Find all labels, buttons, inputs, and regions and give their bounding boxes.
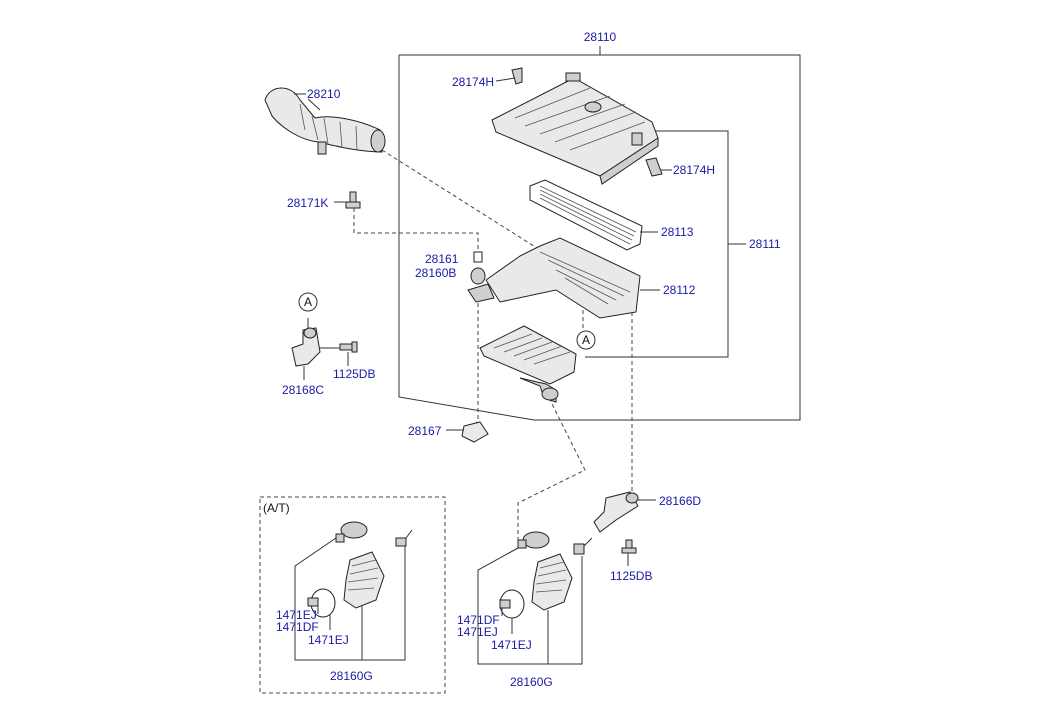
label-28174h-top: 28174H	[452, 75, 494, 89]
bracket-28167	[446, 421, 489, 443]
label-28113: 28113	[661, 225, 694, 239]
dashed-connectors	[353, 149, 633, 540]
label-1125db-left: 1125DB	[333, 367, 375, 381]
label-at-1471ej-a: 1471EJ	[276, 608, 317, 622]
bracket-28168c	[291, 318, 321, 380]
label-mt-28160g: 28160G	[510, 675, 553, 689]
clip-28174h-top	[495, 67, 523, 85]
intake-hose-28210	[264, 87, 386, 155]
reference-marker-a-center: A	[576, 330, 596, 350]
label-mt-1471ej-a: 1471EJ	[457, 625, 498, 639]
filter-element	[529, 179, 658, 251]
label-28166d: 28166D	[659, 494, 701, 508]
at-duct-assembly	[294, 521, 413, 661]
label-28167: 28167	[408, 424, 442, 438]
label-at-28160g: 28160G	[330, 669, 373, 683]
air-cleaner-body	[467, 237, 660, 319]
assembly-frame-28111	[585, 130, 746, 358]
label-at-1471ej-b: 1471EJ	[308, 633, 349, 647]
label-28210: 28210	[307, 87, 341, 101]
ref-a-center-text: A	[582, 333, 590, 347]
label-28112: 28112	[663, 283, 696, 297]
bolt-28171k	[334, 191, 361, 209]
label-at-1471df: 1471DF	[276, 620, 319, 634]
label-mt-1471ej-b: 1471EJ	[491, 638, 532, 652]
assembly-frame-28110	[398, 46, 801, 421]
leader-lines	[294, 78, 567, 95]
at-variant-frame	[259, 496, 446, 694]
label-mt-1471df: 1471DF	[457, 613, 500, 627]
bolt-1125db-left	[320, 341, 358, 366]
label-28168c: 28168C	[282, 383, 324, 397]
air-cleaner-cover	[491, 72, 659, 185]
label-28171k: 28171K	[287, 196, 328, 210]
bolt-1125db-right	[621, 539, 637, 566]
label-28161: 28161	[425, 252, 459, 266]
label-1125db-right: 1125DB	[610, 569, 652, 583]
label-at-title: (A/T)	[263, 501, 290, 515]
air-cleaner-tray	[479, 325, 577, 403]
clip-28174h-right	[645, 157, 672, 177]
ref-a-left-text: A	[304, 295, 312, 309]
grommet-28160b	[470, 267, 486, 285]
mt-duct-assembly	[477, 531, 593, 665]
label-28110: 28110	[584, 30, 617, 44]
label-28160b: 28160B	[415, 266, 456, 280]
grommet-28161	[473, 251, 483, 263]
reference-marker-a-left: A	[298, 292, 318, 312]
label-28111: 28111	[749, 237, 781, 251]
bracket-28166d	[593, 491, 656, 533]
label-28174h-right: 28174H	[673, 163, 715, 177]
